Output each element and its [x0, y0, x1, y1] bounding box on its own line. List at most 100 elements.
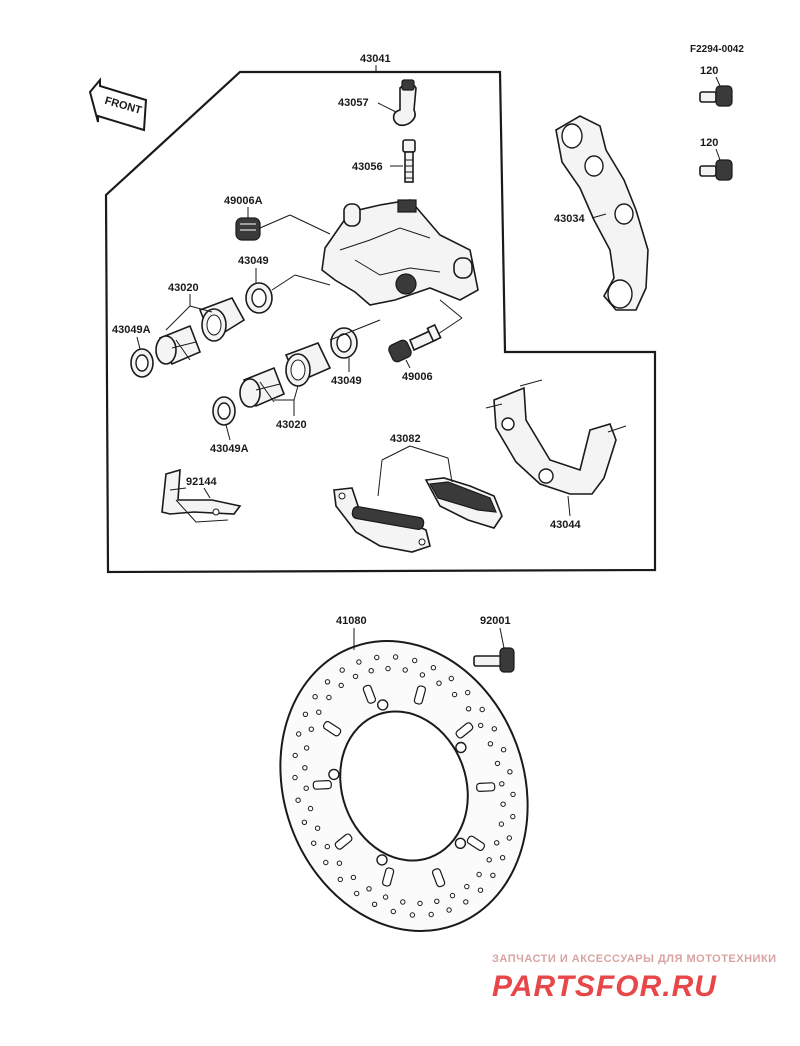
label-43049-mid: 43049 — [331, 375, 362, 387]
watermark-logo: PARTSFOR.RU — [492, 970, 717, 1003]
disc-drill-hole — [302, 711, 309, 717]
bleeder-cap-43057 — [392, 79, 417, 127]
label-49006: 49006 — [402, 371, 433, 383]
disc-slot — [312, 780, 332, 790]
disc-mount-hole — [377, 699, 389, 711]
bleeder-valve-43056 — [402, 139, 416, 183]
caliper-mount-bracket-43034 — [555, 115, 649, 311]
disc-drill-hole — [494, 760, 501, 767]
disc-drill-hole — [292, 752, 298, 759]
label-43057: 43057 — [338, 97, 369, 109]
disc-slot — [455, 722, 474, 739]
disc-drill-hole — [507, 769, 513, 775]
watermark-tagline: ЗАПЧАСТИ И АКСЕССУАРЫ ДЛЯ МОТОТЕХНИКИ — [492, 953, 777, 965]
label-43020-top: 43020 — [168, 282, 199, 294]
disc-drill-hole — [419, 672, 426, 678]
disc-drill-hole — [314, 825, 321, 831]
label-120-a: 120 — [700, 65, 718, 77]
pad-spring-92144 — [161, 468, 242, 523]
brake-disc-41080 — [279, 639, 529, 933]
disc-drill-hole — [436, 680, 442, 686]
disc-drill-hole — [354, 890, 360, 897]
disc-drill-hole — [412, 657, 418, 664]
disc-drill-hole — [500, 801, 506, 807]
piston-43020-bot — [284, 341, 332, 387]
disc-mount-hole — [328, 768, 340, 781]
disc-slot — [334, 833, 353, 850]
disc-drill-hole — [295, 797, 301, 803]
label-120-b: 120 — [700, 137, 718, 149]
disc-drill-hole — [510, 791, 516, 798]
disc-drill-hole — [292, 774, 298, 781]
disc-drill-hole — [498, 821, 505, 827]
brake-pad-outer — [424, 477, 503, 529]
piston-43020-top — [198, 297, 246, 342]
disc-drill-hole — [336, 860, 343, 866]
disc-mount-hole — [455, 741, 467, 754]
caliper-assembly-box — [104, 70, 657, 574]
disc-slot — [476, 782, 496, 792]
caliper-body — [321, 199, 479, 306]
label-43049-top: 43049 — [238, 255, 269, 267]
disc-drill-hole — [337, 876, 343, 883]
label-43082: 43082 — [390, 433, 421, 445]
label-43049A-bot: 43049A — [210, 443, 249, 455]
disc-drill-hole — [463, 899, 469, 905]
disc-drill-hole — [417, 900, 423, 907]
disc-drill-hole — [409, 912, 416, 918]
disc-drill-hole — [434, 898, 440, 904]
piston-insulator-bot — [239, 366, 286, 408]
disc-drill-hole — [324, 679, 331, 685]
label-49006A: 49006A — [224, 195, 263, 207]
caliper-bracket-43044 — [485, 379, 627, 495]
disc-drill-hole — [374, 654, 380, 661]
disc-drill-hole — [465, 706, 472, 712]
disc-drill-hole — [307, 805, 314, 812]
disc-bolt-92001 — [473, 647, 515, 673]
disc-drill-hole — [499, 855, 506, 861]
label-41080: 41080 — [336, 615, 367, 627]
disc-drill-hole — [465, 689, 471, 696]
disc-drill-hole — [448, 675, 454, 682]
disc-drill-hole — [311, 840, 317, 846]
label-43056: 43056 — [352, 161, 383, 173]
bolt-120-a — [699, 85, 733, 107]
disc-drill-hole — [356, 659, 362, 665]
disc-drill-hole — [350, 874, 357, 881]
disc-drill-hole — [400, 899, 406, 905]
disc-drill-hole — [449, 892, 456, 899]
label-92001: 92001 — [480, 615, 511, 627]
disc-drill-hole — [491, 726, 497, 732]
slide-pin-49006 — [388, 323, 442, 363]
disc-drill-hole — [368, 668, 374, 674]
disc-drill-hole — [366, 886, 372, 892]
disc-drill-hole — [352, 673, 359, 680]
disc-mount-hole — [454, 837, 467, 849]
disc-drill-hole — [499, 781, 505, 787]
disc-slot — [381, 867, 395, 887]
diagram-code: F2294-0042 — [690, 44, 744, 55]
disc-drill-hole — [510, 813, 516, 820]
disc-drill-hole — [390, 908, 396, 915]
label-43041: 43041 — [360, 53, 391, 65]
label-92144: 92144 — [186, 476, 217, 488]
disc-drill-hole — [382, 894, 389, 900]
disc-drill-hole — [402, 667, 408, 673]
disc-drill-hole — [326, 694, 332, 701]
disc-drill-hole — [430, 665, 437, 671]
disc-drill-hole — [324, 843, 330, 850]
disc-drill-hole — [479, 706, 485, 713]
disc-drill-hole — [476, 871, 482, 878]
disc-drill-hole — [312, 694, 318, 700]
brake-pad-inner — [333, 487, 431, 553]
disc-drill-hole — [301, 819, 308, 825]
disc-drill-hole — [486, 857, 492, 863]
disc-drill-hole — [506, 835, 512, 841]
label-43020-bot: 43020 — [276, 419, 307, 431]
piston-insulator-top — [155, 324, 202, 366]
disc-drill-hole — [371, 901, 378, 907]
label-43044: 43044 — [550, 519, 581, 531]
disc-slot — [362, 684, 377, 704]
disc-drill-hole — [487, 741, 494, 747]
label-43034: 43034 — [554, 213, 585, 225]
